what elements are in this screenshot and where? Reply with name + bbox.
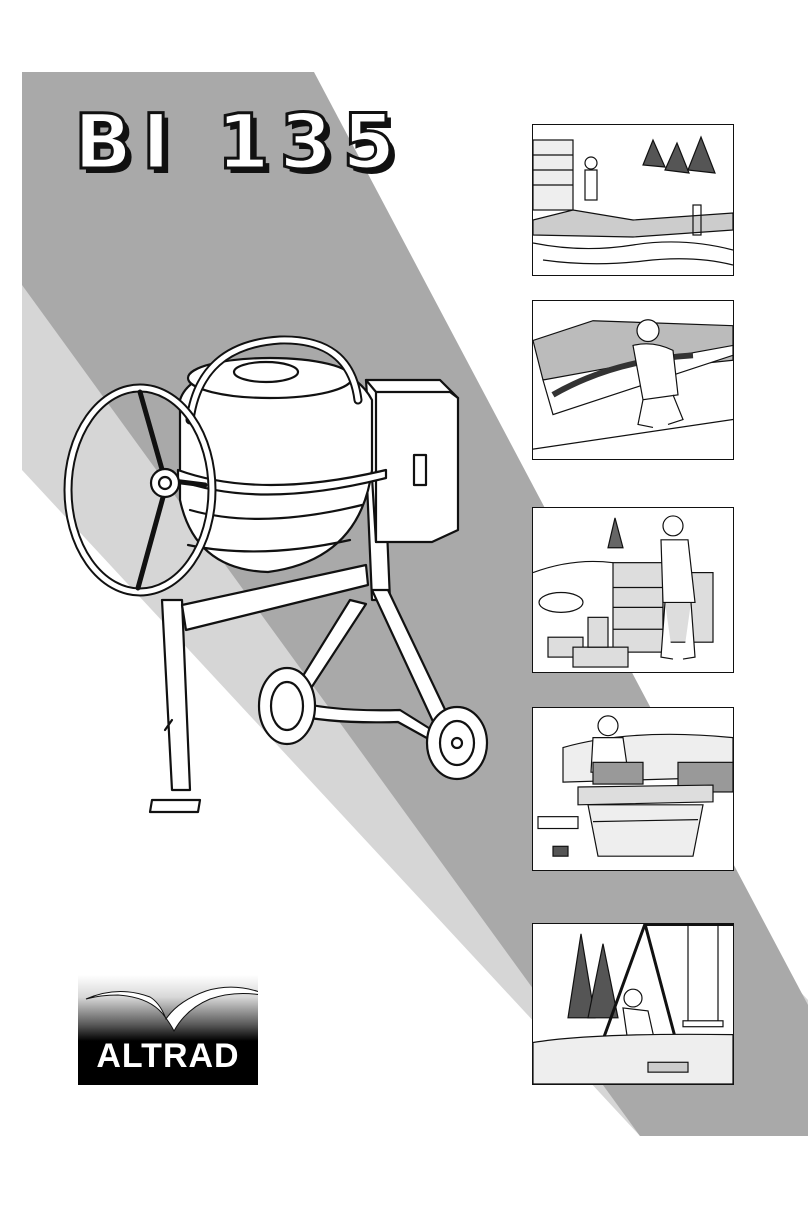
bird-logo-icon xyxy=(78,975,258,1045)
swing-set-footing-scene xyxy=(532,923,734,1085)
brand-name: ALTRAD xyxy=(78,1039,258,1073)
altrad-logo: ALTRAD xyxy=(78,975,258,1085)
pool-and-wall-scene xyxy=(532,124,734,276)
brick-barbecue-scene xyxy=(532,707,734,871)
model-title: BI 135 xyxy=(74,104,405,180)
block-laying-scene xyxy=(532,507,734,673)
screeding-floor-scene xyxy=(532,300,734,460)
